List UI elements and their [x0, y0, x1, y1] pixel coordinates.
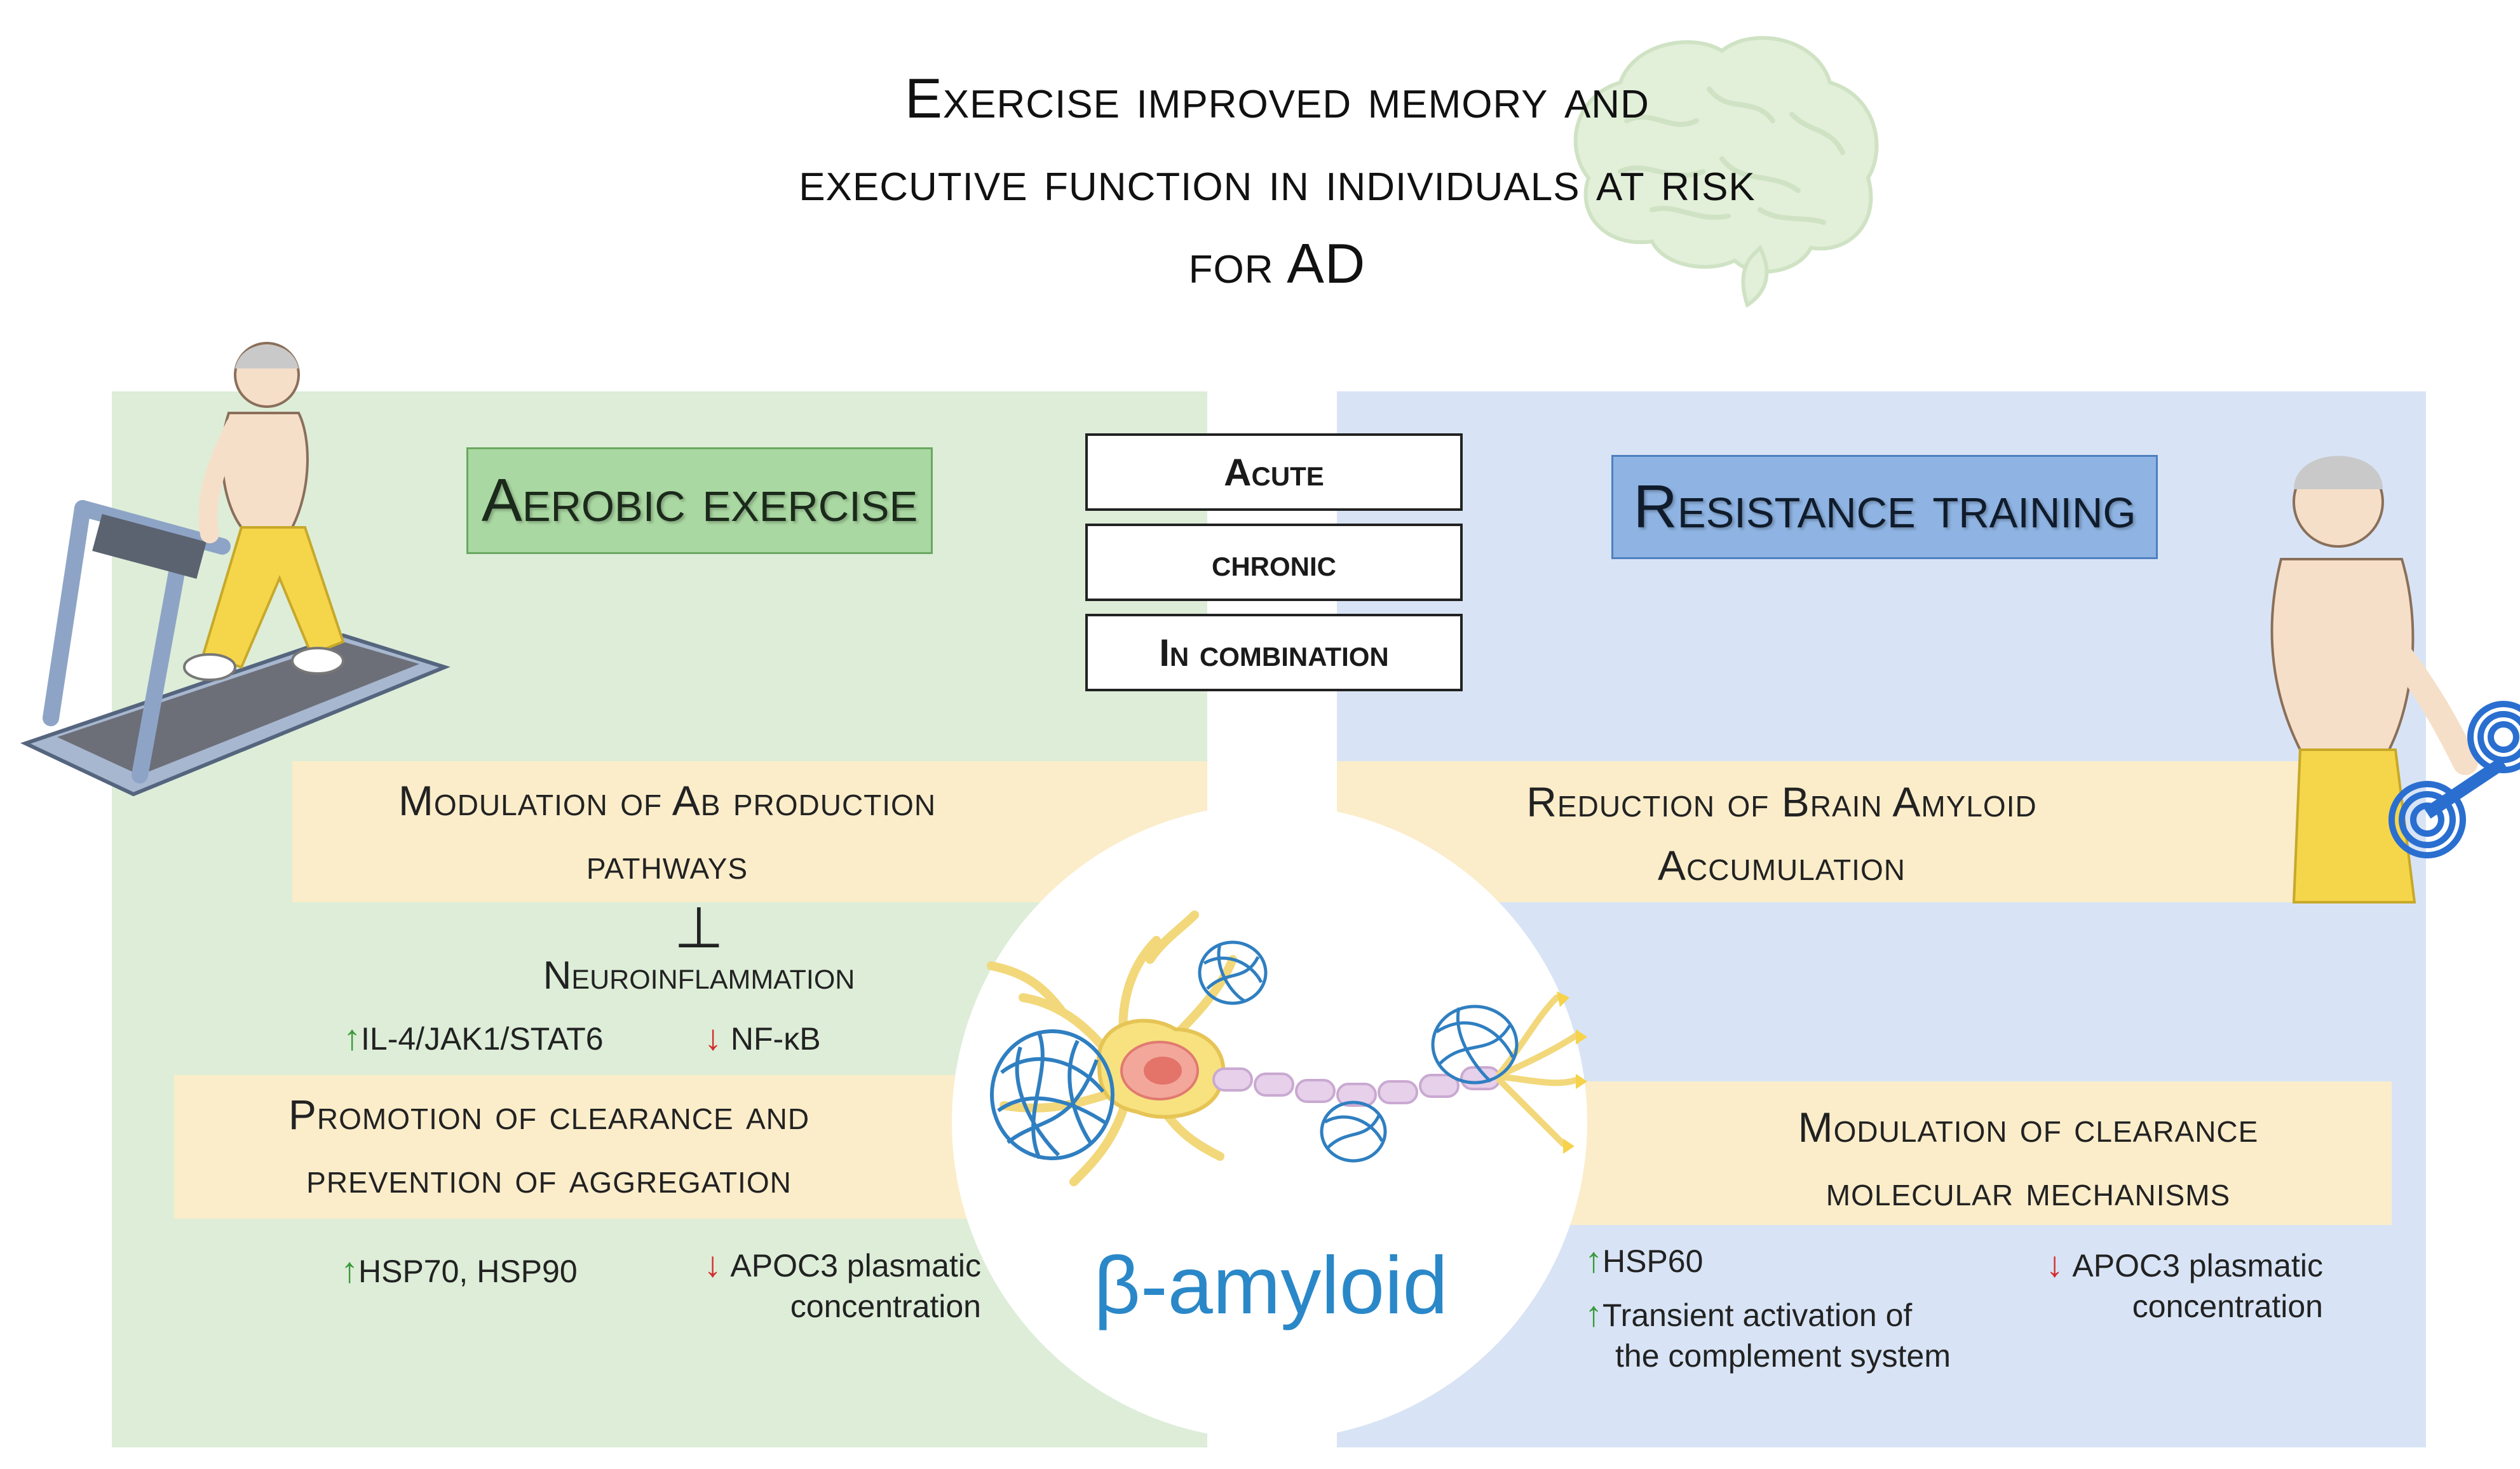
- mode-chronic-box: chronic: [1085, 524, 1463, 601]
- neuron-icon: [987, 911, 1587, 1186]
- mech-line-2: molecular mechanisms: [1826, 1167, 2231, 1214]
- down-arrow-icon: ↓: [2045, 1244, 2064, 1284]
- ab-modulation-line-1: Modulation of Aβ production: [398, 777, 937, 824]
- up-arrow-icon: ↑: [1585, 1294, 1602, 1334]
- treadmill-runner-icon: [20, 342, 450, 797]
- hsp70-hsp90-marker: ↑HSP70, HSP90: [341, 1250, 578, 1290]
- down-arrow-icon: ↓: [704, 1017, 722, 1057]
- hsp60-marker: ↑HSP60: [1585, 1240, 1704, 1280]
- reduction-line-1: Reduction of Brain Amyloid: [1526, 778, 2037, 825]
- amyloid-plaque-icon: [1431, 1005, 1519, 1085]
- title-line-3: for AD: [1188, 232, 1366, 295]
- apoc3-resistance-marker: ↓ APOC3 plasmatic concentration: [2045, 1244, 2324, 1324]
- inhibition-symbol: ⊥: [674, 897, 724, 960]
- amyloid-circle: [952, 804, 1587, 1440]
- ab-modulation-line-2: pathways: [586, 841, 749, 888]
- amyloid-reduction-band: Reduction of Brain Amyloid Accumulation: [1337, 761, 2392, 902]
- clearance-mechanisms-band: Modulation of clearance molecular mechan…: [1550, 1081, 2392, 1225]
- il4-marker: ↑IL-4/JAK1/STAT6: [343, 1017, 604, 1057]
- aerobic-exercise-header: Aerobic exercise: [466, 447, 933, 554]
- nfkb-marker: ↓ NF-κB: [704, 1017, 821, 1057]
- complement-marker: ↑Transient activation of the complement …: [1585, 1294, 1951, 1374]
- down-arrow-icon: ↓: [703, 1244, 722, 1284]
- title-line-2: executive function in individuals at ris…: [799, 149, 1756, 212]
- up-arrow-icon: ↑: [1585, 1240, 1602, 1280]
- ab-modulation-band: Modulation of Aβ production pathways: [292, 761, 1207, 902]
- brain-icon: [1573, 36, 1879, 308]
- clearance-line-2: prevention of aggregation: [306, 1154, 792, 1202]
- reduction-line-2: Accumulation: [1658, 842, 1906, 889]
- up-arrow-icon: ↑: [343, 1017, 361, 1057]
- title-line-1: Exercise improved memory and: [905, 67, 1650, 130]
- clearance-promotion-band: Promotion of clearance and prevention of…: [174, 1075, 1026, 1219]
- dumbbell-lifter-icon: [2270, 456, 2520, 904]
- apoc3-aerobic-marker: ↓ APOC3 plasmatic concentration: [703, 1244, 982, 1324]
- mode-acute-box: Acute: [1085, 433, 1463, 511]
- mode-combination-box: In combination: [1085, 614, 1463, 691]
- page-title: Exercise improved memory and executive f…: [572, 57, 1982, 305]
- beta-amyloid-label: β-amyloid: [1094, 1240, 1448, 1331]
- clearance-line-1: Promotion of clearance and: [288, 1091, 810, 1138]
- mech-line-1: Modulation of clearance: [1798, 1104, 2259, 1151]
- amyloid-plaque-icon: [1198, 940, 1268, 1005]
- up-arrow-icon: ↑: [341, 1250, 358, 1290]
- resistance-training-header: Resistance training: [1611, 455, 2158, 559]
- neuroinflammation-label: Neuroinflammation: [543, 954, 855, 998]
- amyloid-plaque-icon: [990, 1029, 1114, 1160]
- amyloid-plaque-icon: [1320, 1100, 1387, 1163]
